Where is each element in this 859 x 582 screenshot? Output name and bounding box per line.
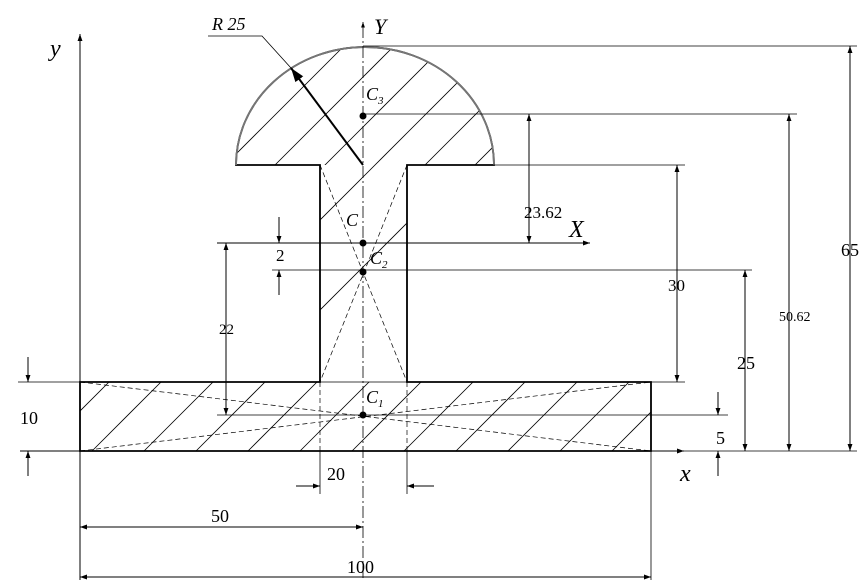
dim-50: 50 xyxy=(211,506,229,526)
x-axis-label: x xyxy=(679,461,691,487)
dim-100: 100 xyxy=(347,557,374,577)
web-hatching xyxy=(320,165,407,311)
dimension-lines xyxy=(25,46,853,580)
dim-25: 25 xyxy=(737,353,755,373)
dim-22: 22 xyxy=(219,322,234,338)
dim-50-62: 50.62 xyxy=(779,310,811,325)
dim-20: 20 xyxy=(327,464,345,484)
radius-label-line xyxy=(208,35,292,69)
head-arc xyxy=(235,46,495,166)
dim-65: 65 xyxy=(841,240,859,260)
centroid-c3-point xyxy=(359,112,367,120)
construction-lines xyxy=(79,164,652,452)
dim-5: 5 xyxy=(716,428,725,448)
y-axis-label: y xyxy=(48,36,61,62)
dim-23-62: 23.62 xyxy=(524,203,562,222)
centroid-c1-point xyxy=(359,411,367,419)
centroid-c-point xyxy=(359,239,367,247)
flange-hatching xyxy=(80,382,651,451)
head-hatching xyxy=(236,47,494,165)
centroid-c-label: C xyxy=(346,210,359,230)
dim-10: 10 xyxy=(20,408,38,428)
radius-label: R 25 xyxy=(211,14,246,34)
centroid-c2-label: C2 xyxy=(370,248,388,271)
dim-2: 2 xyxy=(276,246,285,265)
centroid-c1-label: C1 xyxy=(366,387,384,410)
Y-axis-label: Y xyxy=(374,14,389,39)
radius-leader xyxy=(290,67,364,166)
X-axis-label: X xyxy=(568,217,585,243)
centroid-c2-point xyxy=(359,268,367,276)
dim-30: 30 xyxy=(668,276,685,295)
centroid-c3-label: C3 xyxy=(366,84,384,107)
extension-lines xyxy=(18,45,857,580)
